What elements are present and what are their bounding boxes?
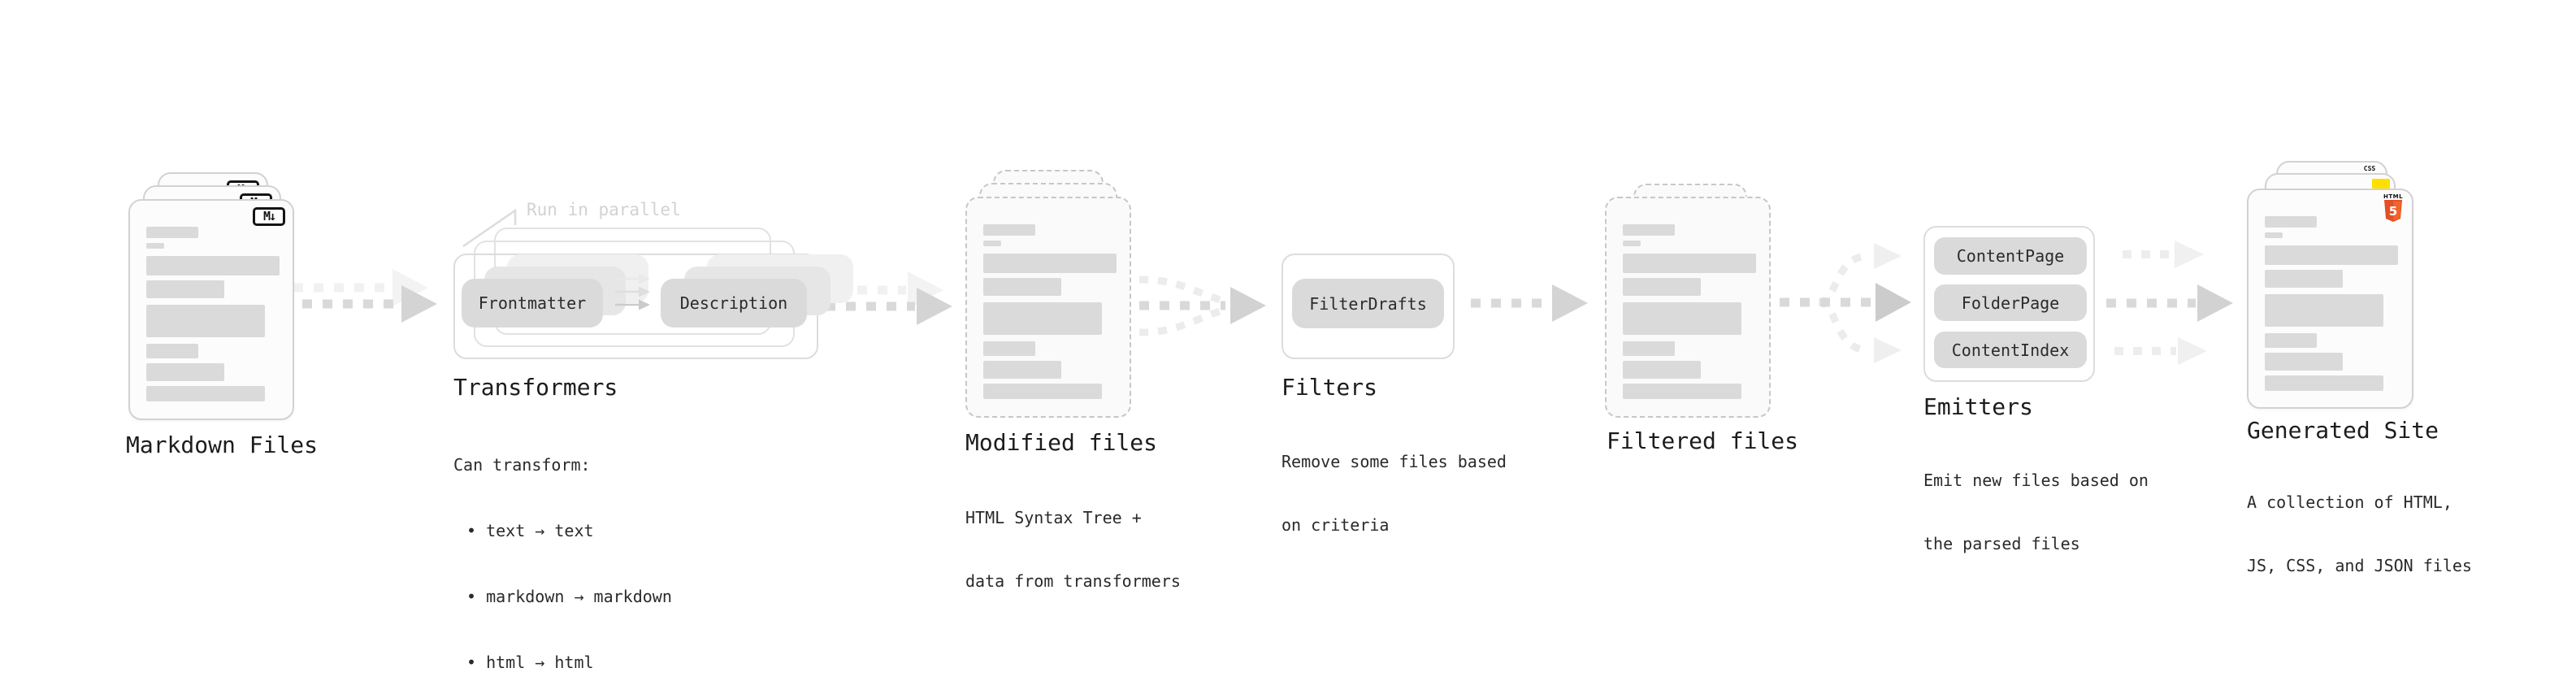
- description-line: the parsed files: [1923, 534, 2080, 553]
- description-line: A collection of HTML,: [2247, 492, 2452, 512]
- filtered-files-label: Filtered files: [1607, 427, 1799, 454]
- html5-icon: HTML 5: [2383, 193, 2403, 225]
- description-line: • text → text: [466, 521, 594, 540]
- frontmatter-pill: Frontmatter: [462, 279, 603, 327]
- modified-files-description: HTML Syntax Tree + data from transformer…: [965, 465, 1181, 634]
- emitters-label: Emitters: [1923, 393, 2033, 420]
- content-index-pill: ContentIndex: [1934, 332, 2087, 368]
- description-line: data from transformers: [965, 571, 1181, 591]
- markdown-files-label: Markdown Files: [126, 432, 319, 458]
- html5-icon-label: HTML: [2383, 193, 2404, 200]
- content-page-pill: ContentPage: [1934, 237, 2087, 275]
- doc-text-bar: [146, 280, 224, 298]
- doc-text-bar: [146, 344, 198, 358]
- doc-text-bar: [1623, 278, 1701, 296]
- markdown-icon: M↓: [253, 207, 285, 226]
- filters-label: Filters: [1281, 374, 1378, 401]
- arrow-filtered-to-emitters-fanout: [1780, 243, 1911, 363]
- doc-text-bar: [983, 241, 1001, 246]
- filters-box: [1281, 254, 1455, 359]
- doc-text-bar: [983, 361, 1061, 379]
- doc-text-bar: [2265, 216, 2317, 228]
- doc-text-bar: [146, 386, 265, 401]
- doc-text-bar: [983, 254, 1117, 273]
- transformers-description: Can transform: • text → text • markdown …: [453, 410, 672, 681]
- arrow-transformers-to-modified: [817, 271, 952, 325]
- css-icon-label: CSS: [2363, 165, 2376, 172]
- doc-text-bar: [1623, 254, 1756, 273]
- description-line: JS, CSS, and JSON files: [2247, 556, 2472, 575]
- doc-text-bar: [2265, 333, 2317, 348]
- arrows-emitters-to-generated: [2106, 241, 2233, 365]
- markdown-file-card-front: M↓: [128, 199, 294, 420]
- description-line: • html → html: [466, 653, 594, 672]
- description-line: Emit new files based on: [1923, 471, 2149, 490]
- doc-text-bar: [2265, 245, 2398, 265]
- description-line: HTML Syntax Tree +: [965, 508, 1142, 527]
- doc-text-bar: [983, 224, 1035, 236]
- doc-text-bar: [146, 227, 198, 238]
- emitters-description: Emit new files based on the parsed files: [1923, 427, 2149, 596]
- doc-text-bar: [1623, 302, 1741, 335]
- run-in-parallel-callout-line: [462, 208, 517, 248]
- doc-text-bar: [2265, 294, 2383, 327]
- filters-description: Remove some files based on criteria: [1281, 409, 1507, 578]
- modified-files-label: Modified files: [965, 429, 1158, 456]
- arrow-filters-to-filtered: [1471, 284, 1588, 322]
- generated-site-description: A collection of HTML, JS, CSS, and JSON …: [2247, 449, 2472, 618]
- doc-text-bar: [146, 305, 265, 337]
- svg-text:5: 5: [2389, 204, 2397, 219]
- description-line: Remove some files based: [1281, 452, 1507, 471]
- description-line: on criteria: [1281, 515, 1390, 535]
- html-file-card: HTML 5: [2247, 189, 2413, 409]
- description-pill: Description: [661, 279, 807, 327]
- doc-text-bar: [1623, 384, 1741, 399]
- generated-site-label: Generated Site: [2247, 417, 2439, 444]
- js-icon: [2372, 179, 2390, 190]
- arrow-modified-to-filters-merge: [1138, 275, 1266, 336]
- doc-text-bar: [146, 363, 224, 381]
- doc-text-bar: [146, 256, 280, 275]
- modified-file-card-front: [965, 197, 1131, 418]
- parallel-mini-arrows: [615, 273, 650, 310]
- doc-text-bar: [1623, 241, 1641, 246]
- emitters-box: [1923, 226, 2095, 382]
- doc-text-bar: [2265, 270, 2343, 288]
- run-in-parallel-label: Run in parallel: [527, 200, 681, 219]
- doc-text-bar: [983, 302, 1102, 335]
- html5-shield: 5: [2384, 200, 2402, 222]
- doc-text-bar: [1623, 224, 1675, 236]
- description-line: Can transform:: [453, 455, 591, 475]
- filtered-file-card-front: [1605, 197, 1771, 418]
- doc-text-bar: [983, 278, 1061, 296]
- filter-drafts-pill: FilterDrafts: [1292, 279, 1444, 328]
- doc-text-bar: [983, 341, 1035, 356]
- doc-text-bar: [1623, 361, 1701, 379]
- doc-text-bar: [2265, 353, 2343, 371]
- doc-text-bar: [2265, 375, 2383, 391]
- doc-text-bar: [2265, 232, 2283, 238]
- folder-page-pill: FolderPage: [1934, 284, 2087, 321]
- doc-text-bar: [983, 384, 1102, 399]
- doc-text-bar: [146, 243, 164, 249]
- arrow-markdown-to-transformers: [293, 269, 437, 323]
- description-line: • markdown → markdown: [466, 587, 672, 606]
- doc-text-bar: [1623, 341, 1675, 356]
- transformers-label: Transformers: [453, 374, 618, 401]
